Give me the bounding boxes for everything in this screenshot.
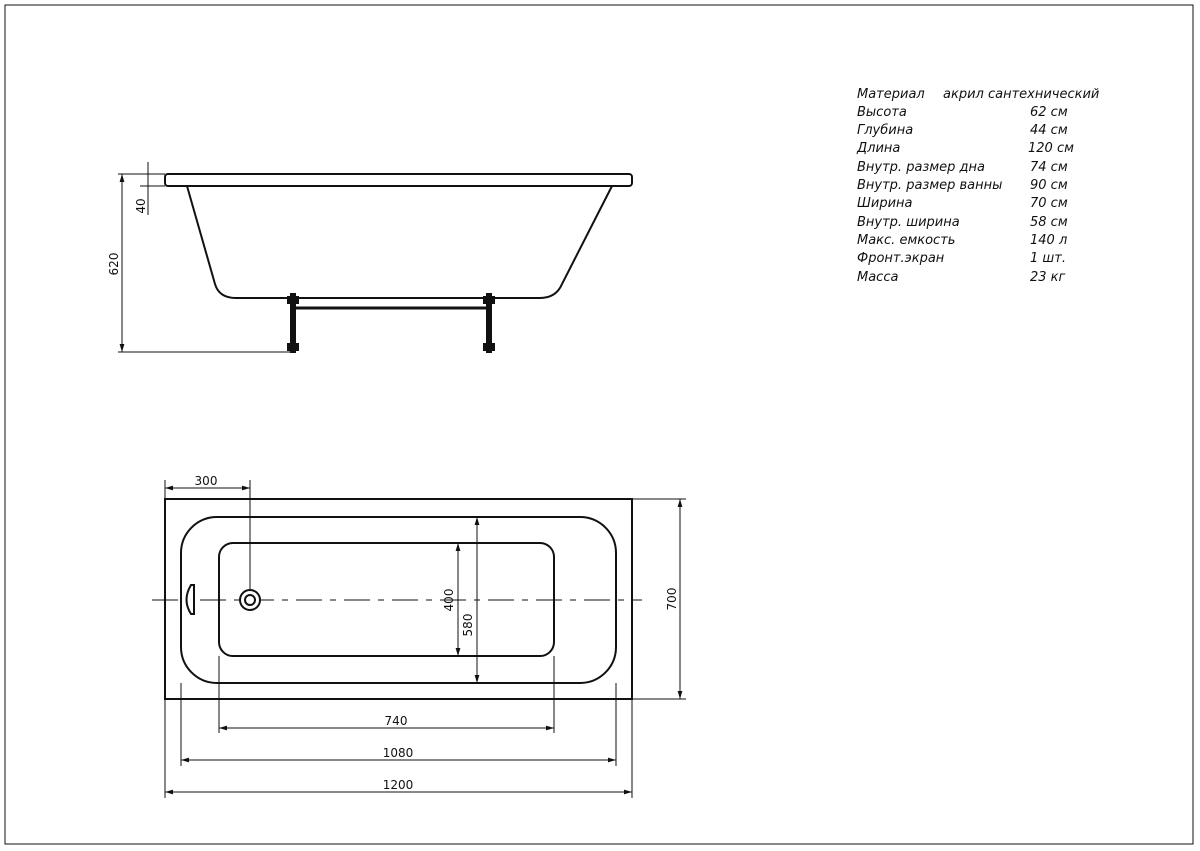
side-view: 620 40 [107,162,633,353]
spec-value-height: 62 см [1030,105,1068,120]
dim-40-label: 40 [134,198,148,213]
spec-value-inner-size: 90 см [1030,178,1068,193]
leg-right [483,293,495,353]
dim-620-label: 620 [107,253,121,276]
spec-label-bottom-size: Внутр. размер дна [857,160,985,175]
spec-label-material: Материал [857,87,925,102]
dim-1200-label: 1200 [383,778,414,792]
sheet-frame [4,4,1194,845]
dim-700-label: 700 [665,588,679,611]
spec-value-width: 70 см [1030,196,1068,211]
inner-bowl [180,516,617,684]
drain-icon [239,589,261,611]
outer-outline [164,498,633,700]
spec-value-front-panel: 1 шт. [1030,251,1066,266]
spec-label-weight: Масса [857,270,898,285]
dim-1080-label: 1080 [383,746,414,760]
dim-580-label: 580 [461,614,475,637]
rim [164,173,633,187]
spec-value-depth: 44 см [1030,123,1068,138]
spec-label-width: Ширина [857,196,913,211]
spec-label-depth: Глубина [857,123,913,138]
dim-300-label: 300 [195,474,218,488]
spec-value-inner-width: 58 см [1030,215,1068,230]
leg-left [287,293,299,353]
top-view: 300 700 400 580 740 1080 1200 [152,474,686,798]
dim-400-label: 400 [442,589,456,612]
spec-label-inner-width: Внутр. ширина [857,215,960,230]
dim-740-label: 740 [385,714,408,728]
spec-value-weight: 23 кг [1030,270,1066,285]
spec-label-height: Высота [857,105,907,120]
spec-label-inner-size: Внутр. размер ванны [857,178,1002,193]
spec-value-material: акрил сантехнический [943,87,1099,102]
spec-label-front-panel: Фронт.экран [857,251,945,266]
tub-body [186,185,613,299]
spec-label-length: Длина [856,141,900,156]
spec-label-capacity: Макс. емкость [857,233,955,248]
overflow-icon [185,584,195,615]
spec-value-capacity: 140 л [1030,233,1067,248]
specifications-table: Материал акрил сантехнический Высота 62 … [856,87,1099,285]
spec-value-length: 120 см [1028,141,1074,156]
spec-value-bottom-size: 74 см [1030,160,1068,175]
